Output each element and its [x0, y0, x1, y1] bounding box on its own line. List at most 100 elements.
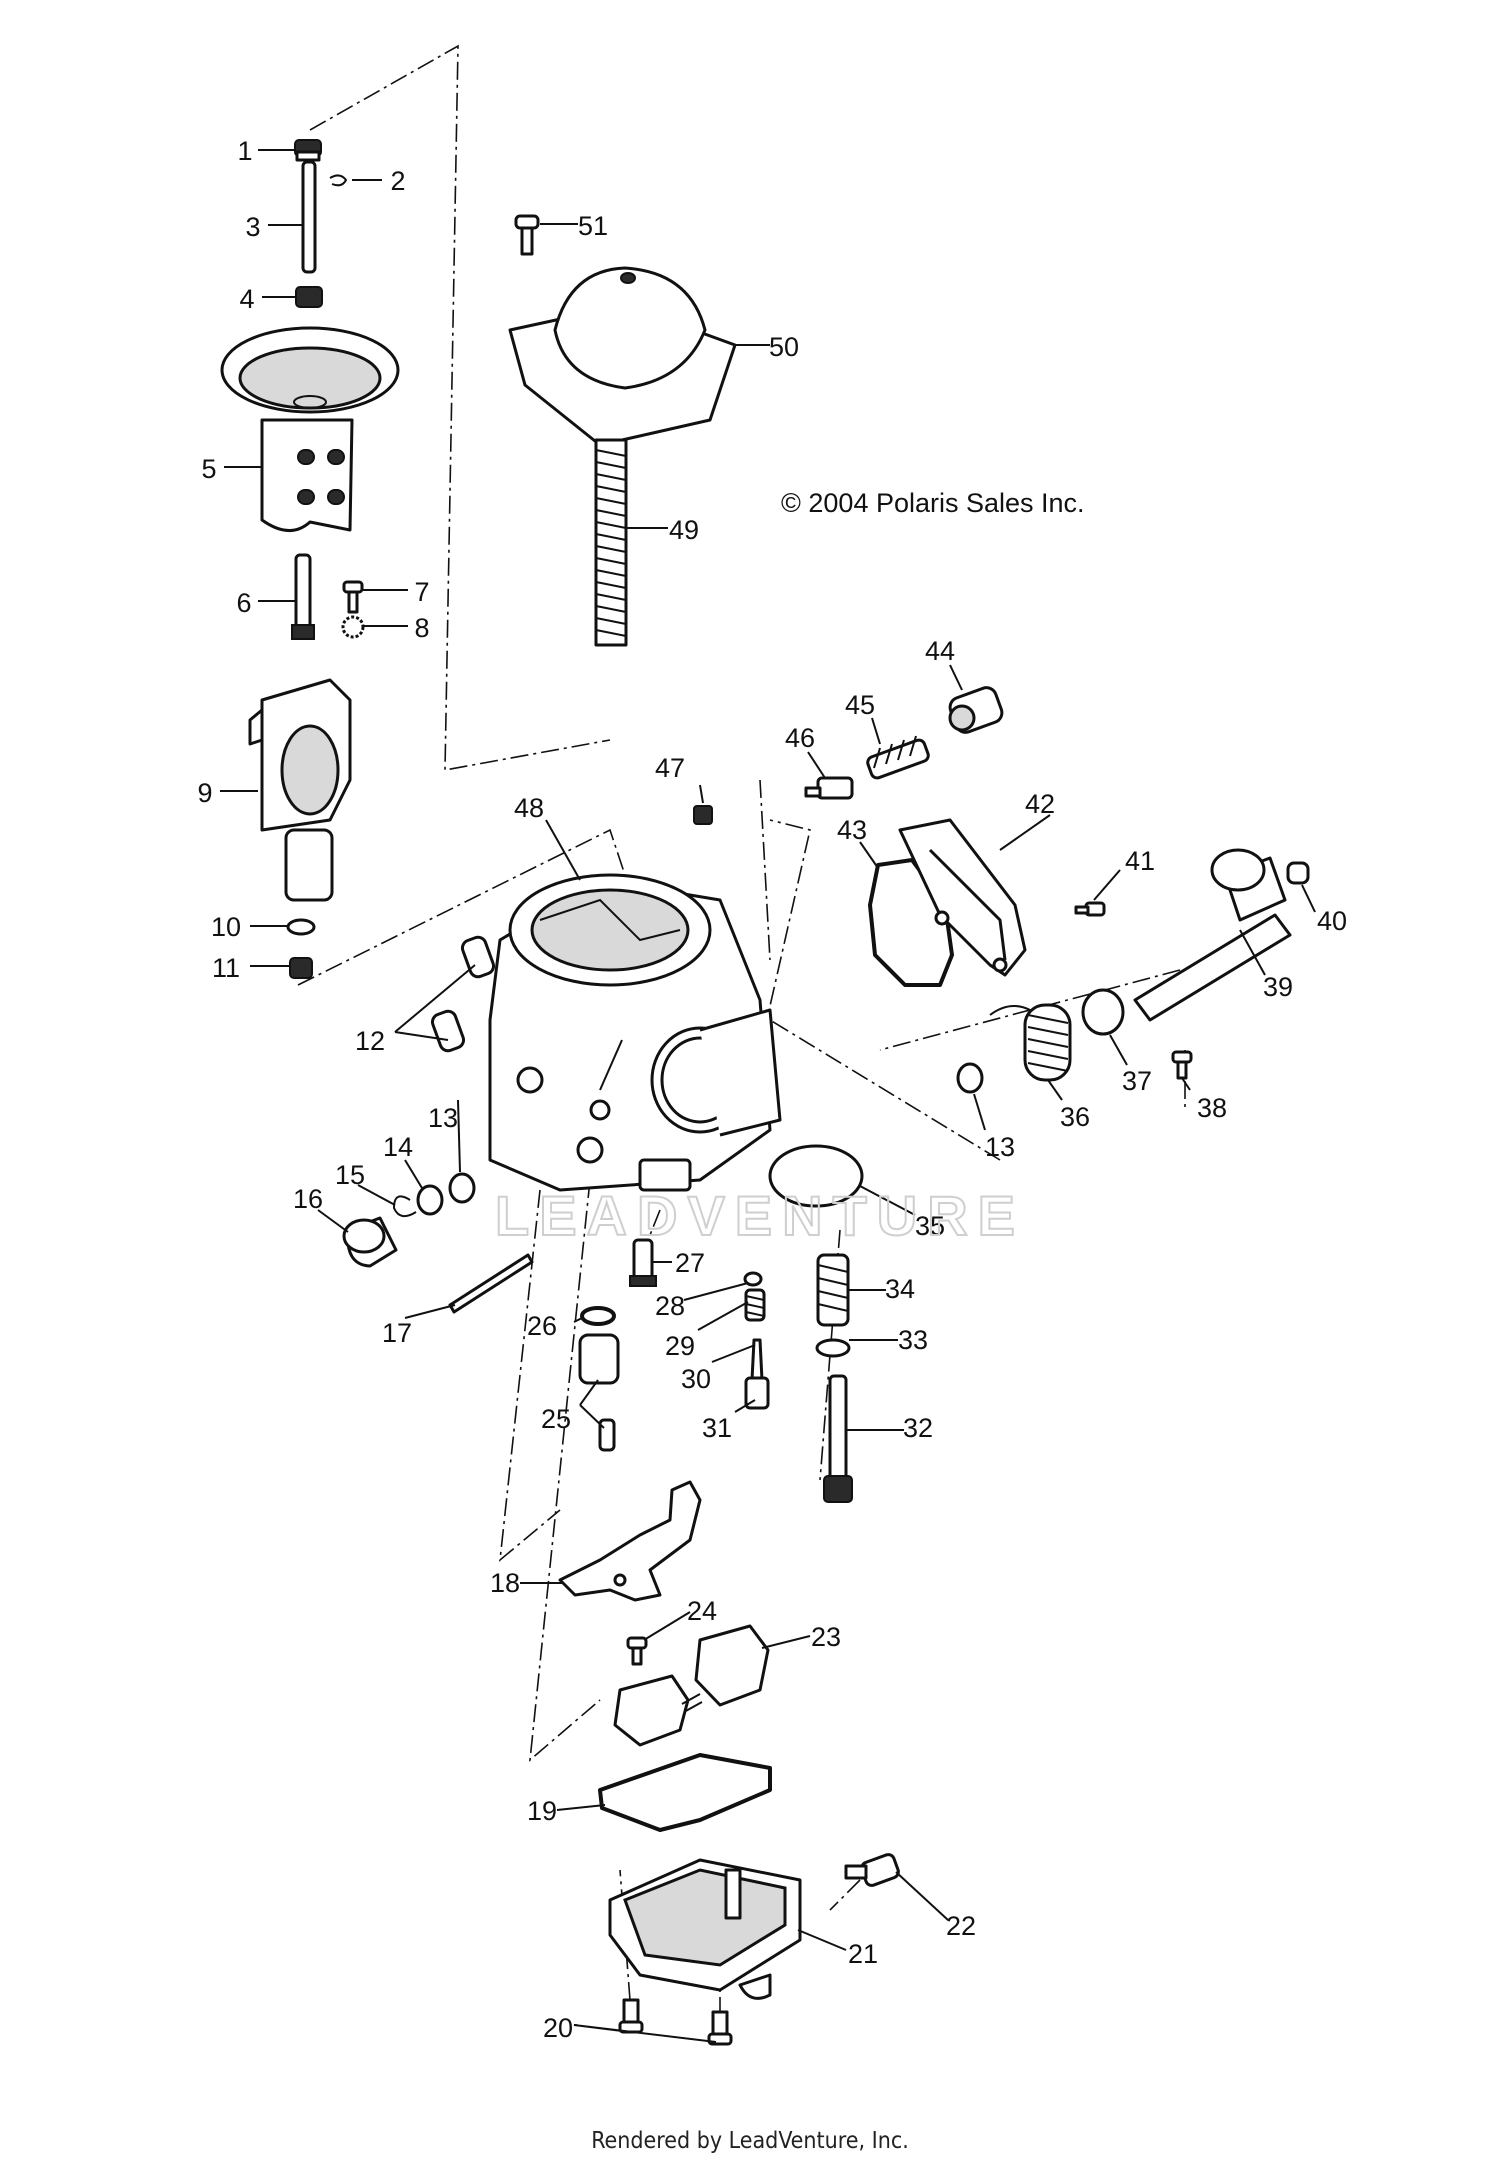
part-27-jet: [629, 1238, 657, 1287]
callout-17: 17: [382, 1318, 412, 1348]
part-4-spacer: [295, 286, 323, 308]
callout-27: 27: [675, 1248, 705, 1278]
callout-22: 22: [946, 1911, 976, 1941]
part-49-spring: [594, 438, 628, 647]
watermark-text: LEADVENTURE: [495, 1184, 1025, 1247]
callout-9: 9: [197, 778, 212, 808]
callout-13a: 13: [428, 1103, 458, 1133]
part-47-jet: [693, 805, 713, 825]
callout-16: 16: [293, 1184, 323, 1214]
carburetor-body: [488, 873, 782, 1192]
part-38-screw: [1171, 1050, 1193, 1080]
callout-35: 35: [915, 1211, 945, 1241]
callout-6: 6: [236, 588, 251, 618]
callout-40: 40: [1317, 906, 1347, 936]
footer-credit: Rendered by LeadVenture, Inc.: [591, 2128, 909, 2154]
part-50-cover: [508, 266, 737, 447]
leader-lines: [220, 149, 1316, 2043]
part-25-valve: [578, 1333, 620, 1452]
callout-42: 42: [1025, 789, 1055, 819]
part-16-cap: [342, 1216, 398, 1268]
callout-19: 19: [527, 1796, 557, 1826]
part-32-screw: [823, 1374, 853, 1503]
part-21-bowl: [608, 1858, 802, 2000]
callout-12: 12: [355, 1026, 385, 1056]
part-22-screw: [844, 1853, 900, 1887]
part-33-washer: [815, 1338, 851, 1358]
callout-37: 37: [1122, 1066, 1152, 1096]
part-13-washer-left: [448, 1172, 476, 1204]
part-40-cap: [1286, 861, 1310, 885]
callout-43: 43: [837, 815, 867, 845]
callout-11: 11: [212, 953, 240, 983]
part-26-oring: [580, 1306, 616, 1326]
part-19-gasket: [598, 1753, 772, 1832]
callout-3: 3: [245, 212, 260, 242]
callout-1: 1: [237, 136, 252, 166]
part-24-screw: [626, 1636, 648, 1666]
part-37-bushing: [1081, 988, 1125, 1036]
callout-2: 2: [390, 166, 405, 196]
part-28-oring: [743, 1271, 763, 1287]
part-42-cover: [898, 818, 1027, 977]
part-7-screw: [342, 580, 364, 614]
part-46-valve: [804, 776, 854, 800]
part-3-rod: [301, 160, 317, 274]
callout-21: 21: [848, 1939, 878, 1969]
callout-10: 10: [211, 912, 241, 942]
callout-24: 24: [687, 1596, 717, 1626]
callout-29: 29: [665, 1331, 695, 1361]
callout-31: 31: [702, 1413, 732, 1443]
callout-8: 8: [414, 613, 429, 643]
part-34-spring: [816, 1253, 850, 1327]
callout-28: 28: [655, 1291, 685, 1321]
part-8-washer: [341, 615, 365, 639]
part-9-slide: [248, 678, 352, 902]
part-20-screws: [618, 1998, 733, 2046]
callout-30: 30: [681, 1364, 711, 1394]
callout-36: 36: [1060, 1102, 1090, 1132]
part-2-clip: [329, 174, 348, 187]
callout-34: 34: [885, 1274, 915, 1304]
part-51-screw: [514, 214, 540, 256]
part-5-diaphragm: [220, 326, 400, 532]
callout-13b: 13: [985, 1132, 1015, 1162]
callout-51: 51: [578, 211, 608, 241]
part-1-nut: [294, 139, 322, 162]
part-36-spring: [989, 1003, 1072, 1082]
callout-5: 5: [201, 454, 216, 484]
part-6-needle: [291, 553, 315, 640]
callout-47: 47: [655, 753, 685, 783]
callout-39: 39: [1263, 972, 1293, 1002]
part-35-disc: [768, 1144, 864, 1208]
callout-25: 25: [541, 1404, 571, 1434]
part-14-washer: [416, 1184, 444, 1216]
callout-23: 23: [811, 1622, 841, 1652]
callout-49: 49: [669, 515, 699, 545]
part-45-spring: [866, 735, 930, 780]
part-44-cap: [948, 686, 1004, 734]
part-17-pin: [448, 1253, 534, 1314]
callout-26: 26: [527, 1311, 557, 1341]
part-29-spring: [744, 1288, 766, 1322]
callout-38: 38: [1197, 1093, 1227, 1123]
callout-44: 44: [925, 636, 955, 666]
callout-20: 20: [543, 2013, 573, 2043]
callout-41: 41: [1125, 846, 1155, 876]
part-18-bracket: [558, 1480, 702, 1602]
callout-46: 46: [785, 723, 815, 753]
copyright-notice: © 2004 Polaris Sales Inc.: [781, 488, 1085, 518]
callout-45: 45: [845, 690, 875, 720]
part-15-clip: [392, 1195, 417, 1218]
callout-18: 18: [490, 1568, 520, 1598]
part-13-washer-right: [956, 1062, 984, 1094]
callout-14: 14: [383, 1132, 413, 1162]
part-11-jet: [289, 957, 313, 979]
callout-48: 48: [514, 793, 544, 823]
callout-15: 15: [335, 1160, 365, 1190]
part-12-plugs: [430, 935, 496, 1053]
callout-32: 32: [903, 1413, 933, 1443]
part-41-screw: [1074, 901, 1106, 917]
